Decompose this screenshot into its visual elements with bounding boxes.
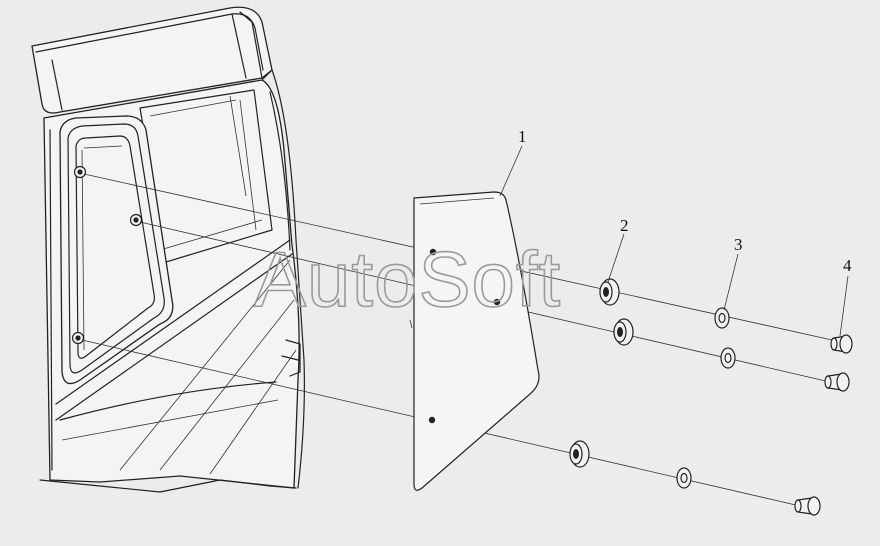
part-2-grommets xyxy=(569,278,634,468)
grommet-bottom xyxy=(569,440,590,468)
callout-2: 2 xyxy=(620,216,629,235)
bolt-middle xyxy=(824,372,850,392)
grommet-top xyxy=(599,278,620,306)
cab-body xyxy=(31,6,305,493)
bolt-bottom xyxy=(794,496,821,516)
watermark-text: AutoSoft xyxy=(254,235,561,323)
part-3-washers xyxy=(676,307,736,489)
part-4-bolts xyxy=(794,334,853,516)
callout-4: 4 xyxy=(843,256,852,275)
bolt-top xyxy=(830,334,853,354)
part-1-glass xyxy=(409,191,540,491)
washer-bottom xyxy=(676,467,692,489)
washer-top xyxy=(714,307,730,329)
washer-middle xyxy=(720,347,736,369)
grommet-middle xyxy=(613,318,634,346)
leader-lines xyxy=(499,145,849,337)
callout-3: 3 xyxy=(734,235,743,254)
callout-1: 1 xyxy=(518,127,527,146)
